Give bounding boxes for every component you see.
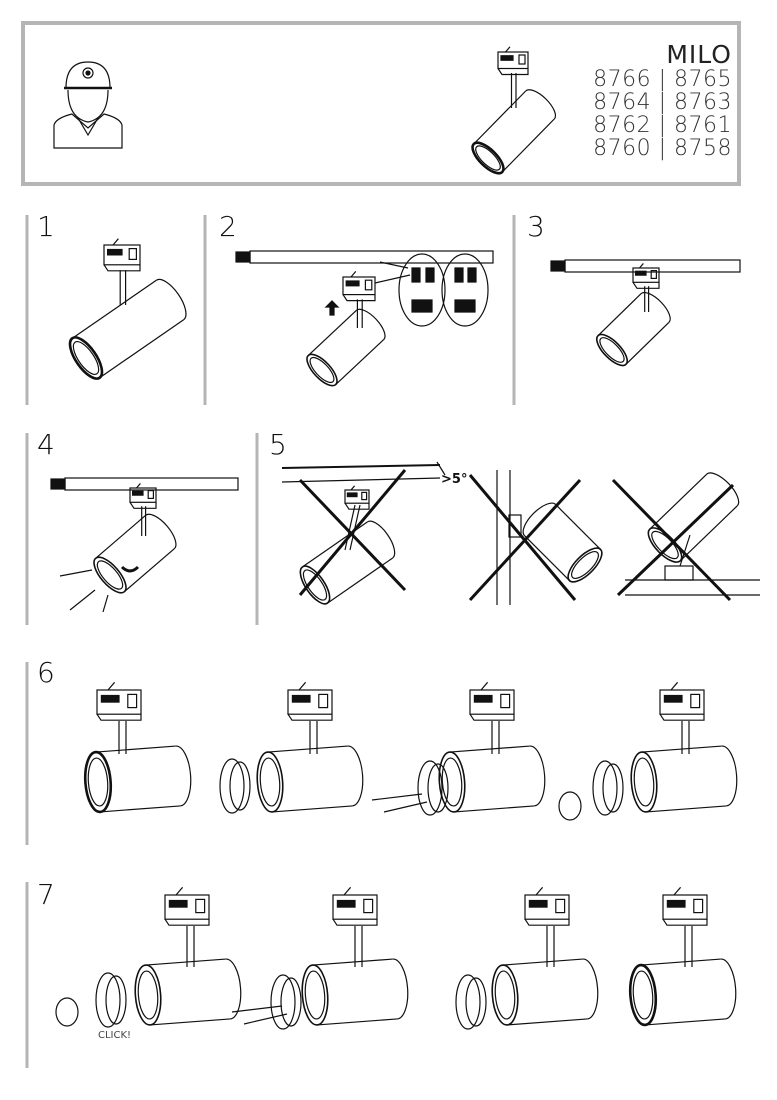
step-number: 6	[37, 656, 55, 689]
model-numbers-row: 8762 | 8761	[593, 113, 732, 138]
step5-incorrect-mounting	[281, 461, 760, 605]
model-numbers-row: 8766 | 8765	[593, 67, 732, 92]
step-number: 2	[219, 210, 237, 243]
product-info: MILO 8766 | 8765 8764 | 8763 8762 | 8761…	[593, 40, 732, 161]
model-numbers-row: 8760 | 8758	[593, 136, 732, 161]
header-fixture-illustration	[471, 46, 557, 175]
click-label: CLICK!	[98, 1030, 132, 1041]
angle-label: >5°	[441, 472, 468, 487]
step7-fixture-d	[628, 886, 737, 1027]
step3-fixture	[550, 259, 741, 367]
model-numbers-row: 8764 | 8763	[593, 90, 732, 115]
step7-fixture-c	[455, 886, 599, 1030]
step1-fixture	[68, 238, 187, 380]
step4-fixture	[50, 477, 239, 613]
step2-fixture	[235, 250, 494, 387]
step-number: 1	[37, 210, 55, 243]
step-number: 7	[37, 878, 55, 911]
step-number: 5	[269, 428, 287, 461]
step6-fixture-b	[219, 681, 364, 814]
product-title: MILO	[666, 40, 732, 69]
step-number: 4	[37, 428, 55, 461]
step-number: 3	[527, 210, 545, 243]
step6-fixture-a	[83, 681, 192, 814]
header-frame	[21, 21, 741, 186]
step6-fixture-d	[558, 681, 738, 821]
step7-fixture-a	[55, 886, 242, 1028]
step7-fixture-b	[231, 886, 409, 1030]
step6-fixture-c	[371, 681, 546, 816]
installer-person-icon	[53, 61, 123, 149]
